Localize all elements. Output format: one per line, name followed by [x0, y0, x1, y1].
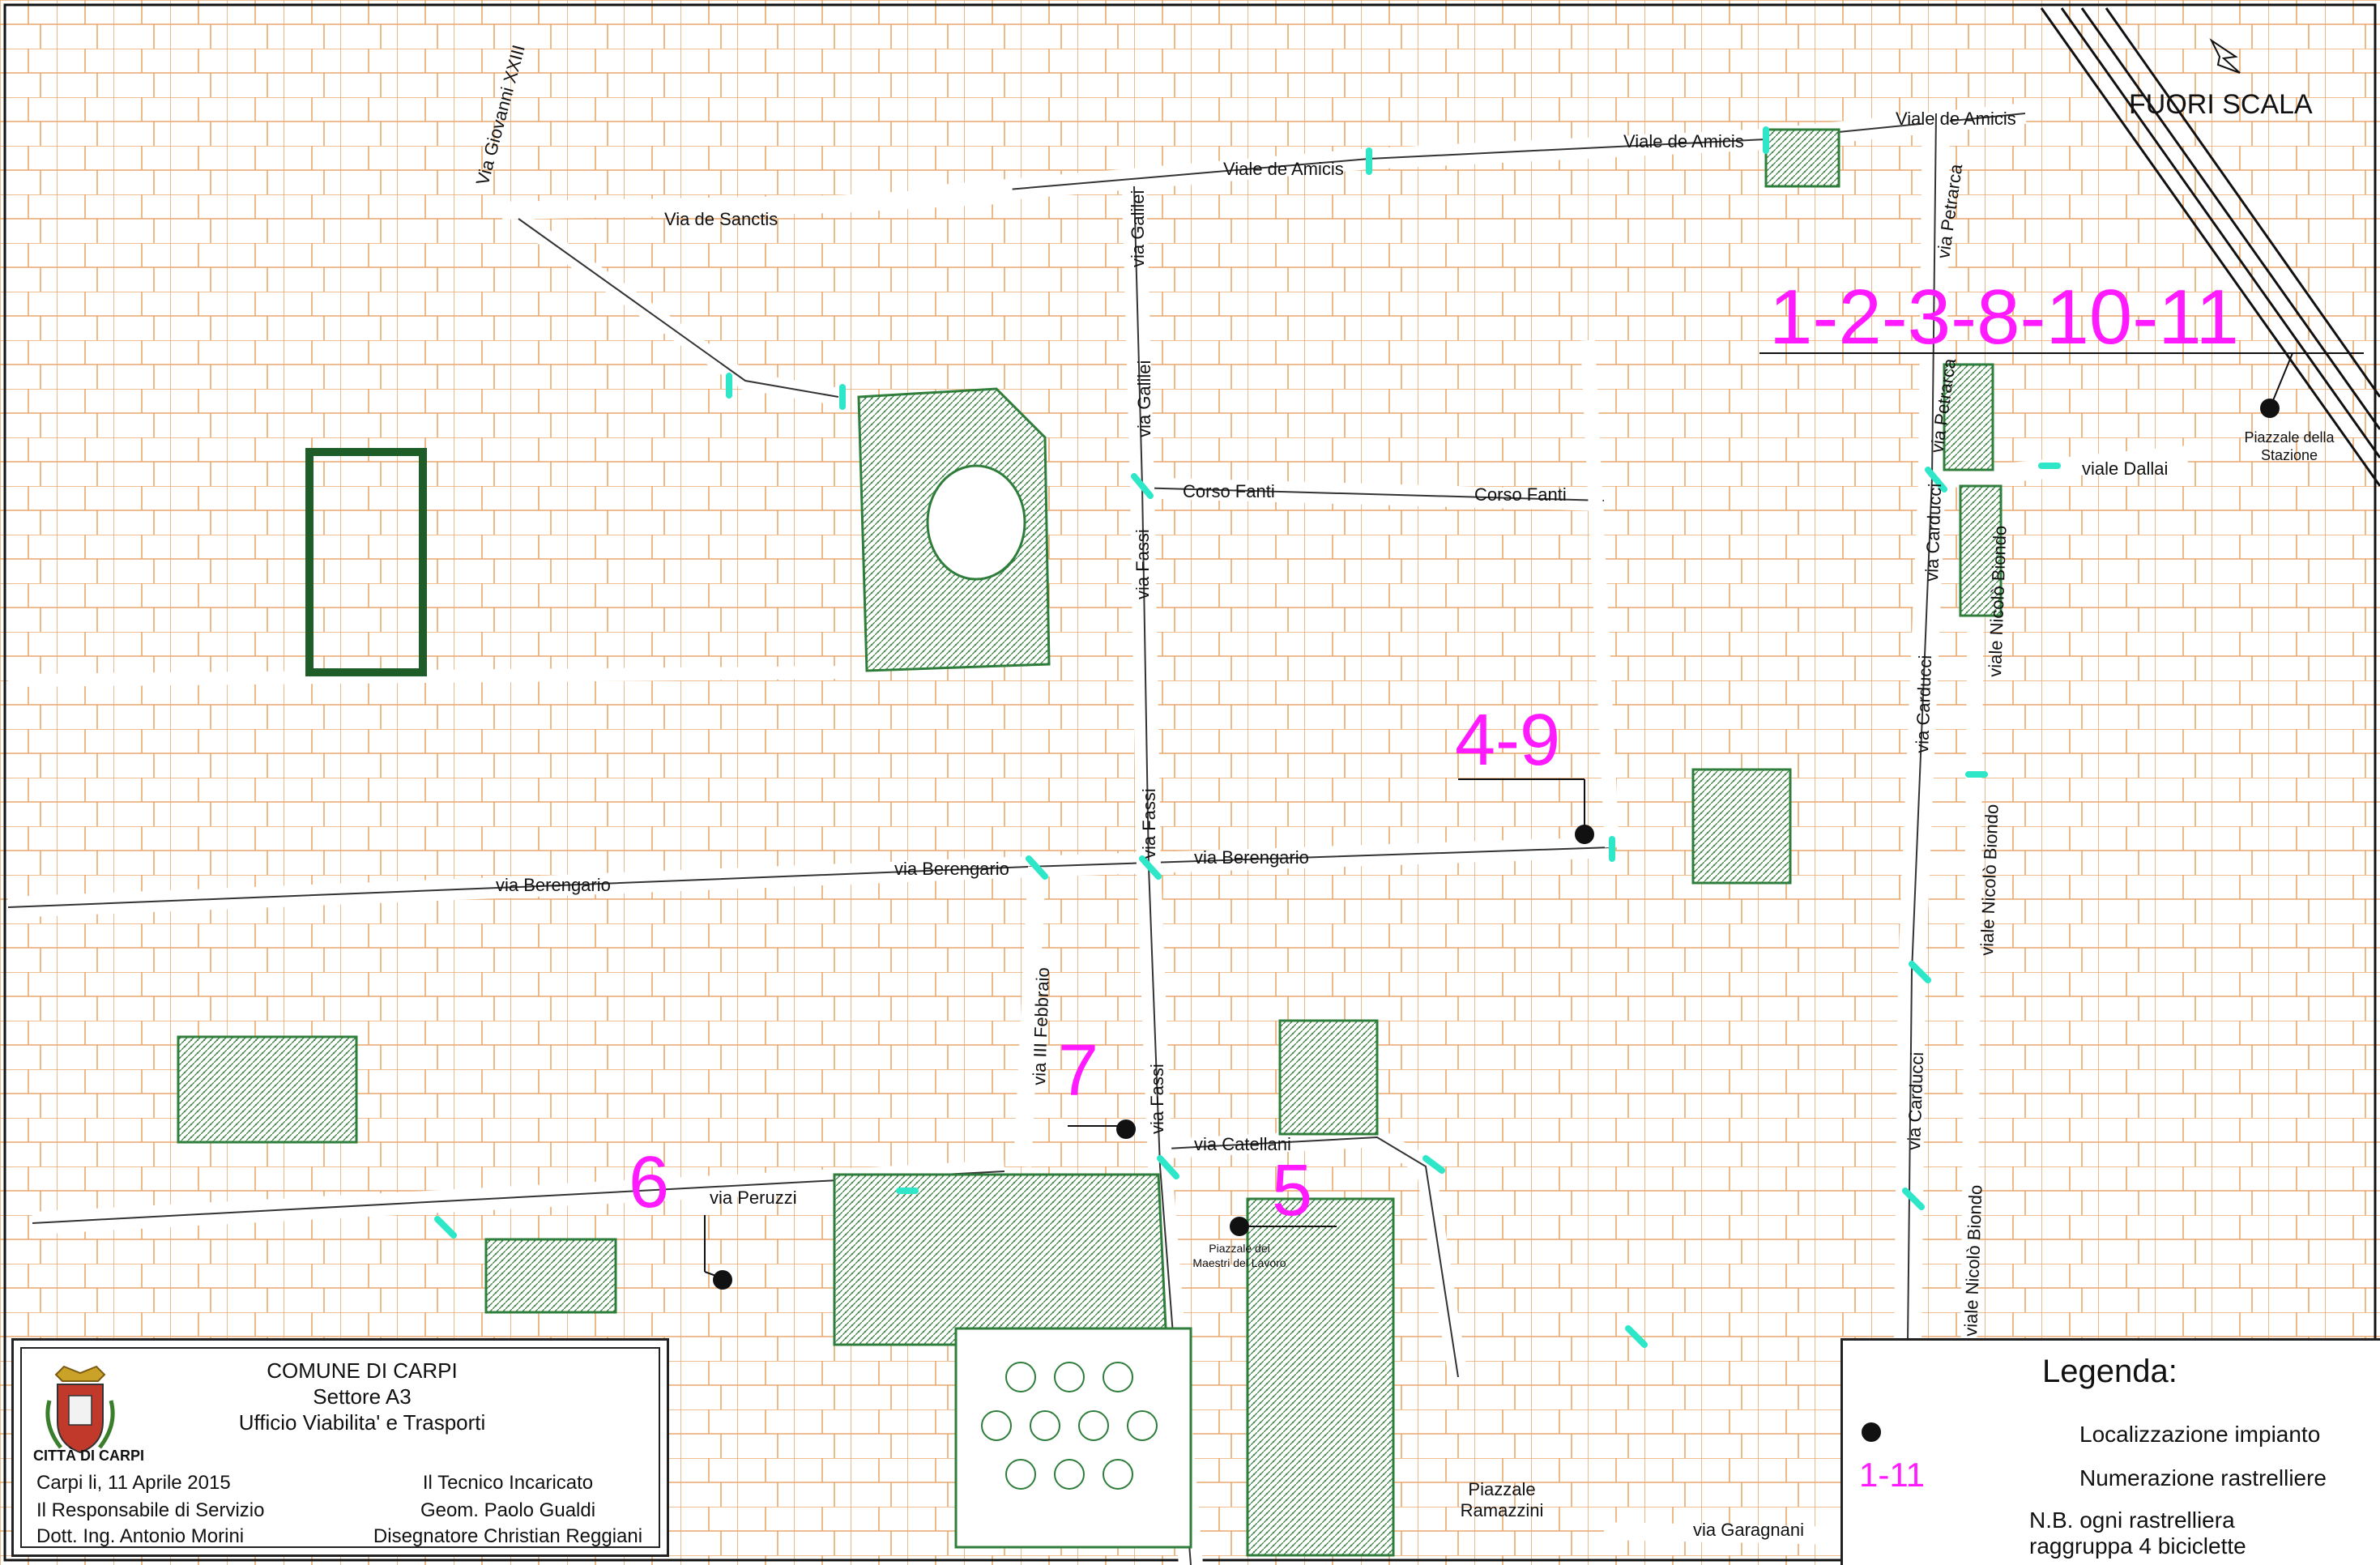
- drafter-name: Disegnatore Christian Reggiani: [373, 1525, 643, 1547]
- title-block-inner: [20, 1347, 660, 1548]
- street-label: viale Dallai: [2082, 458, 2168, 479]
- street-label: via Fassi: [1132, 529, 1153, 599]
- rack-number-label: 6: [629, 1142, 669, 1223]
- street-label: via Berengario: [894, 859, 1009, 879]
- responsible-name: Dott. Ing. Antonio Morini: [36, 1525, 245, 1547]
- legend-note: N.B. ogni rastrelliera: [2029, 1507, 2235, 1533]
- legend-item-numbering: Numerazione rastrelliere: [2079, 1465, 2327, 1490]
- legend: Legenda: Localizzazione impianto 1-11 Nu…: [1840, 1338, 2380, 1565]
- marker-dot-icon[interactable]: [2260, 399, 2280, 418]
- street-label: via Fassi: [1139, 788, 1159, 859]
- street-label: Via de Sanctis: [664, 209, 778, 229]
- street-label: Viale de Amicis: [1223, 159, 1344, 179]
- place-maestri: Maestri del Lavoro: [1192, 1256, 1286, 1269]
- marker-dot-icon[interactable]: [1230, 1217, 1249, 1236]
- street-label: via Fassi: [1147, 1064, 1167, 1134]
- park-square: [305, 448, 427, 676]
- park-dallai: [1959, 484, 2003, 617]
- park-south: [833, 1173, 1168, 1346]
- park-centre-east: [1691, 768, 1792, 885]
- street-label: via Berengario: [496, 875, 611, 895]
- legend-title: Legenda:: [2042, 1354, 2177, 1389]
- street-label: via III Febbraio: [1029, 967, 1053, 1085]
- rack-number-label: 7: [1058, 1030, 1098, 1111]
- place-ramazzini: Piazzale: [1468, 1479, 1535, 1499]
- street-label: via Catellani: [1194, 1134, 1291, 1154]
- park-petrarca: [1943, 363, 1994, 471]
- park-peruzzi: [484, 1238, 617, 1314]
- street-label: via Carducci: [1904, 1051, 1927, 1150]
- office-name: Ufficio Viabilita' e Trasporti: [238, 1410, 486, 1435]
- cycle-paths: [434, 126, 2061, 1348]
- street-label: Viale de Amicis: [1623, 131, 1744, 151]
- marker-dot-icon[interactable]: [713, 1270, 732, 1290]
- responsible-role: Il Responsabile di Servizio: [36, 1499, 265, 1521]
- document-date: Carpi li, 11 Aprile 2015: [36, 1472, 231, 1494]
- legend-item-location: Localizzazione impianto: [2079, 1422, 2321, 1447]
- place-ramazzini: Ramazzini: [1461, 1500, 1544, 1520]
- street-label: via Galilei: [1134, 360, 1154, 437]
- place-labels: Piazzale della Stazione Piazzale dei Mae…: [1192, 429, 2335, 1520]
- street-label: via Peruzzi: [710, 1188, 797, 1208]
- legend-note: raggruppa 4 biciclette: [2029, 1533, 2246, 1559]
- place-stazione: Piazzale della: [2244, 429, 2335, 446]
- marker-dot-icon[interactable]: [1575, 825, 1594, 844]
- street-label: Corso Fanti: [1183, 481, 1275, 501]
- street-label: via Berengario: [1194, 847, 1309, 868]
- rack-number-label: 4-9: [1455, 700, 1560, 781]
- park-ellipse: [926, 464, 1026, 581]
- title-block: CITTÀ DI CARPI COMUNE DI CARPI Settore A…: [11, 1338, 669, 1557]
- park-parterre: [954, 1327, 1192, 1549]
- technician-role: Il Tecnico Incaricato: [422, 1472, 594, 1494]
- street-label: via Carducci: [1921, 483, 1945, 582]
- north-arrow-icon: [2209, 38, 2241, 74]
- rack-number-labels: 1-2-3-8-10-11 4-9 7 6 5: [629, 274, 2239, 1231]
- street-label: via Carducci: [1912, 655, 1935, 753]
- scale-note: FUORI SCALA: [2129, 89, 2313, 120]
- park-catellani: [1278, 1019, 1379, 1136]
- marker-dot-icon[interactable]: [1116, 1119, 1136, 1139]
- org-name: COMUNE DI CARPI: [267, 1358, 458, 1383]
- park-maestri: [1246, 1197, 1395, 1557]
- street-network: [7, 7, 2380, 1565]
- street-label: via Garagnani: [1693, 1520, 1804, 1540]
- park-amicis: [1764, 128, 1840, 188]
- legend-number-symbol: 1-11: [1859, 1456, 1925, 1494]
- sector-name: Settore A3: [313, 1384, 412, 1409]
- technician-name: Geom. Paolo Gualdi: [420, 1499, 596, 1521]
- rack-number-label: 5: [1272, 1150, 1312, 1231]
- parterre-pattern: [981, 1362, 1158, 1490]
- place-stazione: Stazione: [2261, 447, 2318, 463]
- street-label: Corso Fanti: [1474, 484, 1567, 505]
- park-west: [177, 1035, 358, 1144]
- parks: [177, 128, 2003, 1557]
- street-label: via Galilei: [1128, 190, 1148, 267]
- crest-icon: [45, 1365, 115, 1454]
- crest-caption: CITTÀ DI CARPI: [33, 1448, 144, 1464]
- rack-number-label: 1-2-3-8-10-11: [1769, 274, 2239, 360]
- installation-markers: [704, 352, 2364, 1290]
- place-maestri: Piazzale dei: [1209, 1242, 1270, 1255]
- street-label: Viale de Amicis: [1896, 109, 2016, 129]
- marker-dot-icon: [1862, 1422, 1881, 1442]
